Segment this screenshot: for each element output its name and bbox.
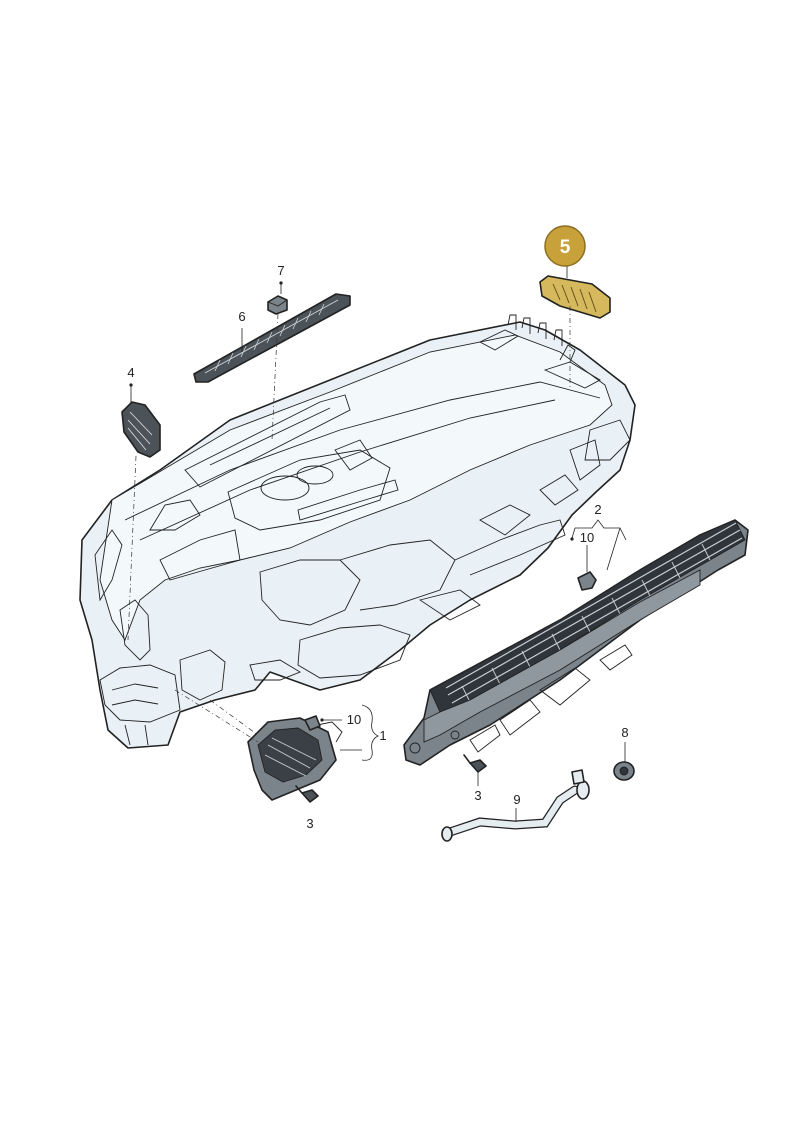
- part-5-speaker-grille-highlighted: [539, 275, 611, 319]
- part-2-center-vent-assembly: [403, 519, 749, 766]
- callout-1[interactable]: 1: [379, 728, 386, 743]
- callout-10-right[interactable]: 10: [580, 530, 594, 545]
- part-10-clip-right: [577, 571, 597, 591]
- part-9-hose: [441, 769, 590, 842]
- part-6-vent-strip: [193, 293, 351, 383]
- callout-4[interactable]: 4: [127, 365, 134, 380]
- callout-8[interactable]: 8: [621, 725, 628, 740]
- callout-6[interactable]: 6: [238, 309, 245, 324]
- part-3-screw-right: [463, 754, 487, 773]
- leader-lines: [130, 266, 627, 822]
- leader-dots: [129, 281, 574, 722]
- callout-3-right[interactable]: 3: [474, 788, 481, 803]
- callout-2[interactable]: 2: [594, 502, 601, 517]
- callout-7[interactable]: 7: [277, 263, 284, 278]
- part-8-grommet: [613, 761, 635, 781]
- callout-labels: 7 6 4 5 2 10 10 1 8 3 9 3: [127, 237, 628, 831]
- assembly-dash-lines: [127, 306, 571, 743]
- callout-5[interactable]: 5: [560, 237, 571, 258]
- part-7-sensor: [267, 295, 288, 315]
- callout-10-left[interactable]: 10: [347, 712, 361, 727]
- dashboard-panel: [79, 314, 636, 749]
- callout-3-left[interactable]: 3: [306, 816, 313, 831]
- part-1-left-vent-bracket: [247, 715, 343, 801]
- callout-9[interactable]: 9: [513, 792, 520, 807]
- part-4-side-air-vent: [121, 401, 161, 458]
- part-3-screw-left: [295, 785, 319, 803]
- highlight-badge-5[interactable]: [544, 225, 586, 267]
